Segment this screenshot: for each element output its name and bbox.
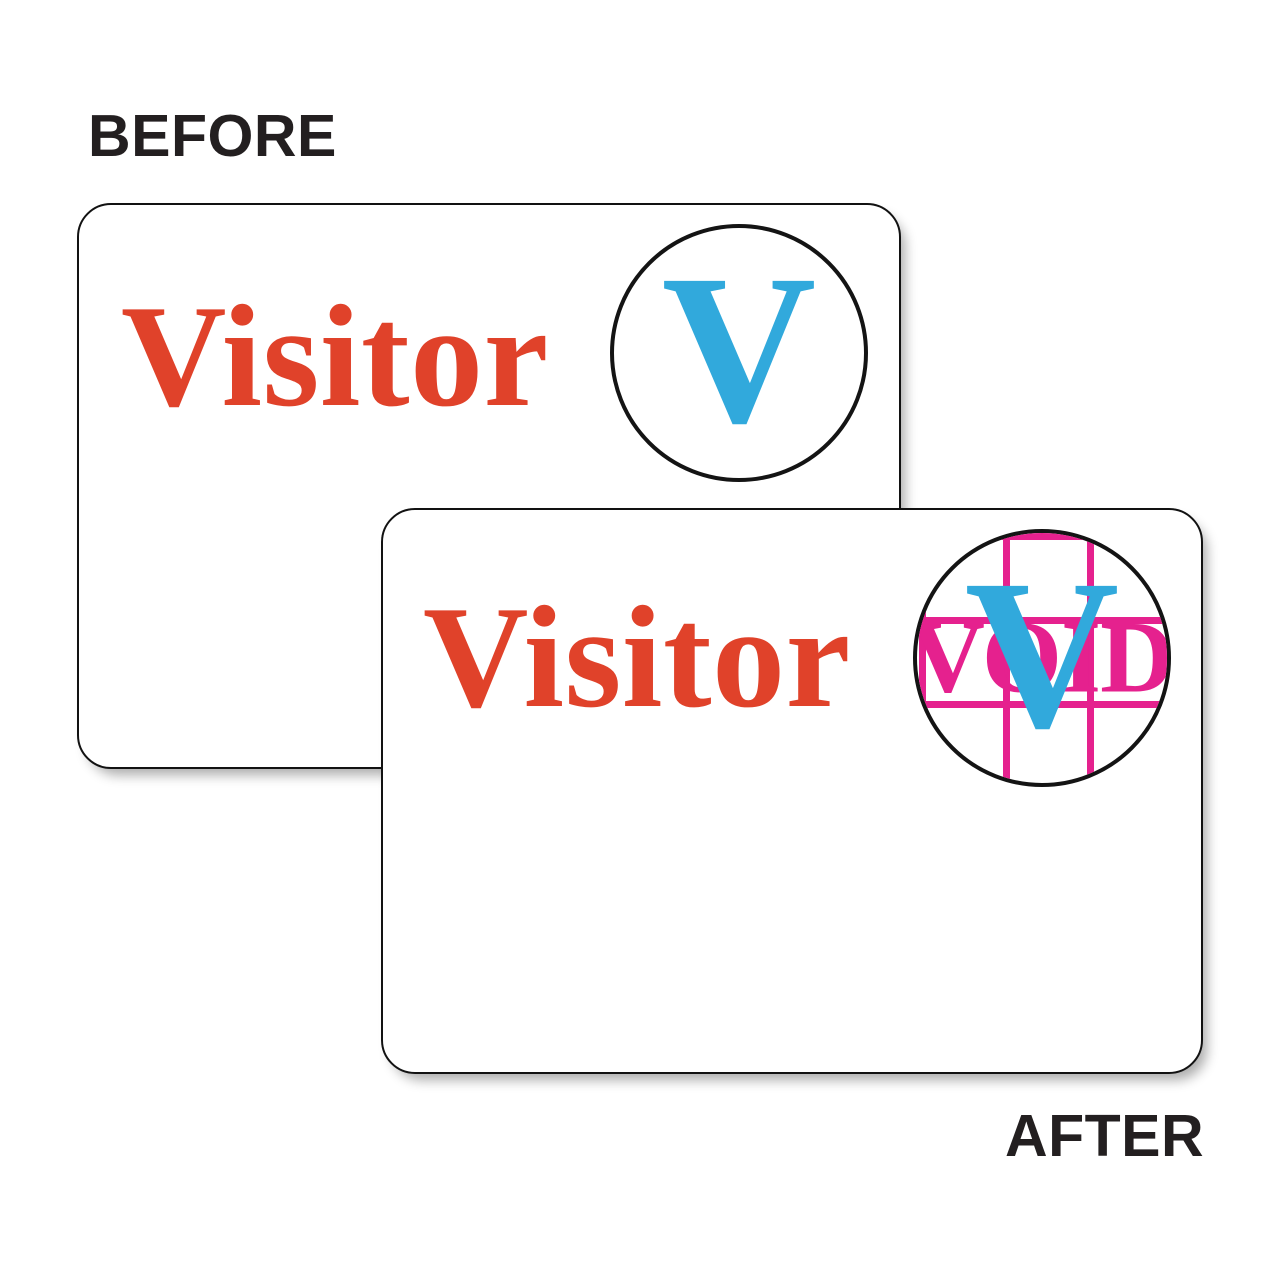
visitor-text-before: Visitor xyxy=(121,275,549,437)
emblem-circle-after: VOID V xyxy=(913,529,1171,787)
void-grid-pattern-icon xyxy=(917,533,1167,783)
before-label: BEFORE xyxy=(88,103,337,169)
void-text: VOID xyxy=(913,600,1171,715)
emblem-letter-v-icon: V xyxy=(964,536,1120,773)
badge-card-after: Visitor VOID V xyxy=(381,508,1203,1074)
badge-card-before: Visitor V xyxy=(77,203,901,769)
visitor-text-after: Visitor xyxy=(423,576,851,738)
emblem-letter-v-icon: V xyxy=(661,231,817,468)
after-label: AFTER xyxy=(1005,1103,1205,1169)
emblem-circle-before: V xyxy=(610,224,868,482)
